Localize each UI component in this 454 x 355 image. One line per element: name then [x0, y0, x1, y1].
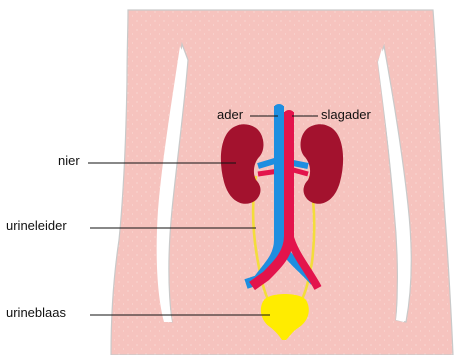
- label-ureter: urineleider: [6, 218, 67, 234]
- vena-cava-top: [274, 104, 284, 112]
- label-bladder: urineblaas: [6, 305, 66, 321]
- label-vein: ader: [217, 107, 243, 123]
- label-artery: slagader: [321, 107, 371, 123]
- aorta-arch-top: [284, 110, 294, 118]
- label-kidney: nier: [58, 153, 80, 169]
